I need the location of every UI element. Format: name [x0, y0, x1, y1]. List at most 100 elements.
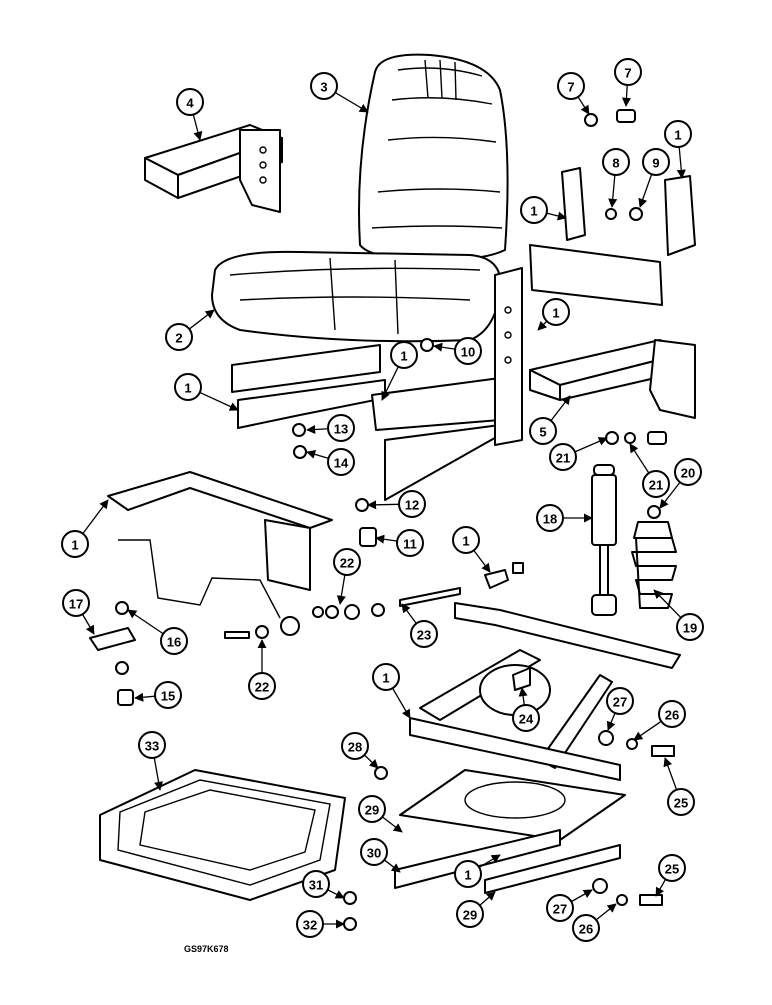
leader-line-9 — [638, 174, 653, 208]
callout-circle — [676, 613, 704, 641]
armrest-right — [529, 339, 696, 419]
callout-23: 23 — [410, 620, 438, 648]
callout-4: 4 — [176, 88, 204, 116]
callout-5: 5 — [529, 417, 557, 445]
callout-29: 29 — [456, 900, 484, 928]
leader-line-30 — [383, 859, 401, 873]
callout-circle — [456, 900, 484, 928]
callout-21: 21 — [642, 470, 670, 498]
callout-7: 7 — [614, 58, 642, 86]
leader-line-11 — [375, 534, 398, 544]
leader-line-7 — [577, 96, 590, 115]
height-adjust-frame — [107, 471, 333, 619]
leader-line-1 — [478, 854, 501, 868]
callout-circle — [536, 504, 564, 532]
callout-number: 31 — [309, 878, 323, 893]
callout-circle — [372, 663, 400, 691]
callout-circle — [61, 530, 89, 558]
drawing-reference-code: GS97K678 — [184, 944, 229, 954]
callout-number: 17 — [69, 597, 83, 612]
callout-number: 1 — [552, 306, 559, 321]
callout-25: 25 — [658, 854, 686, 882]
callout-number: 1 — [530, 204, 537, 219]
hardware — [89, 109, 675, 931]
callout-15: 15 — [154, 681, 182, 709]
callout-number: 14 — [334, 456, 349, 471]
callout-number: 1 — [464, 868, 471, 883]
callout-1: 1 — [61, 530, 89, 558]
callout-21: 21 — [549, 443, 577, 471]
leader-line-14 — [306, 449, 329, 459]
callout-number: 1 — [674, 128, 681, 143]
callout-1: 1 — [520, 196, 548, 224]
callout-number: 32 — [303, 918, 317, 933]
callout-circle — [512, 704, 540, 732]
callout-number: 13 — [334, 422, 348, 437]
gas-spring — [591, 464, 617, 616]
callout-29: 29 — [358, 795, 386, 823]
callout-circle — [398, 490, 426, 518]
callout-17: 17 — [62, 589, 90, 617]
callout-circle — [410, 620, 438, 648]
callout-1: 1 — [542, 298, 570, 326]
leader-line-1 — [546, 211, 567, 221]
leader-line-3 — [334, 92, 369, 113]
callout-circle — [454, 337, 482, 365]
callout-number: 5 — [539, 425, 546, 440]
callout-number: 26 — [579, 922, 593, 937]
leader-line-29 — [381, 816, 403, 833]
callout-number: 22 — [255, 680, 269, 695]
callout-26: 26 — [572, 914, 600, 942]
leader-line-1 — [381, 366, 399, 401]
back-bracket-plate — [529, 167, 696, 306]
callout-27: 27 — [606, 687, 634, 715]
armrest-left — [144, 124, 283, 213]
callout-number: 16 — [167, 635, 181, 650]
callout-circle — [327, 414, 355, 442]
seat-slide-frame — [231, 267, 523, 501]
callout-8: 8 — [602, 148, 630, 176]
callout-circle — [310, 72, 338, 100]
callout-number: 3 — [320, 80, 327, 95]
callout-circle — [602, 148, 630, 176]
callout-number: 25 — [665, 862, 679, 877]
leader-line-33 — [153, 757, 164, 791]
callout-circle — [674, 458, 702, 486]
leader-lines — [81, 84, 686, 929]
leader-line-17 — [81, 613, 95, 635]
leader-line-29 — [479, 891, 496, 906]
seat-backrest — [358, 53, 509, 262]
callout-number: 1 — [184, 381, 191, 396]
callout-number: 22 — [340, 556, 354, 571]
callout-number: 28 — [348, 740, 362, 755]
leader-line-26 — [633, 720, 662, 741]
callout-9: 9 — [642, 148, 670, 176]
callout-number: 20 — [681, 466, 695, 481]
leader-line-13 — [306, 424, 329, 435]
callout-circle — [606, 687, 634, 715]
callout-circle — [390, 341, 418, 369]
leader-line-1 — [199, 391, 239, 411]
callout-circle — [333, 548, 361, 576]
suspension-scissor — [409, 602, 681, 781]
leader-line-23 — [401, 603, 417, 624]
callout-number: 29 — [365, 803, 379, 818]
callout-number: 11 — [403, 537, 417, 552]
callout-circle — [529, 417, 557, 445]
callout-16: 16 — [160, 627, 188, 655]
leader-line-27 — [571, 889, 593, 903]
callout-number: 9 — [652, 156, 659, 171]
callout-19: 19 — [676, 613, 704, 641]
leader-line-19 — [653, 589, 682, 619]
callout-7: 7 — [557, 72, 585, 100]
leader-line-26 — [595, 903, 617, 921]
leader-line-27 — [606, 712, 616, 731]
callout-number: 25 — [674, 796, 688, 811]
callout-24: 24 — [512, 704, 540, 732]
callout-circle — [454, 860, 482, 888]
callout-1: 1 — [372, 663, 400, 691]
callout-3: 3 — [310, 72, 338, 100]
bellows-cover — [631, 521, 677, 609]
callout-circle — [542, 298, 570, 326]
